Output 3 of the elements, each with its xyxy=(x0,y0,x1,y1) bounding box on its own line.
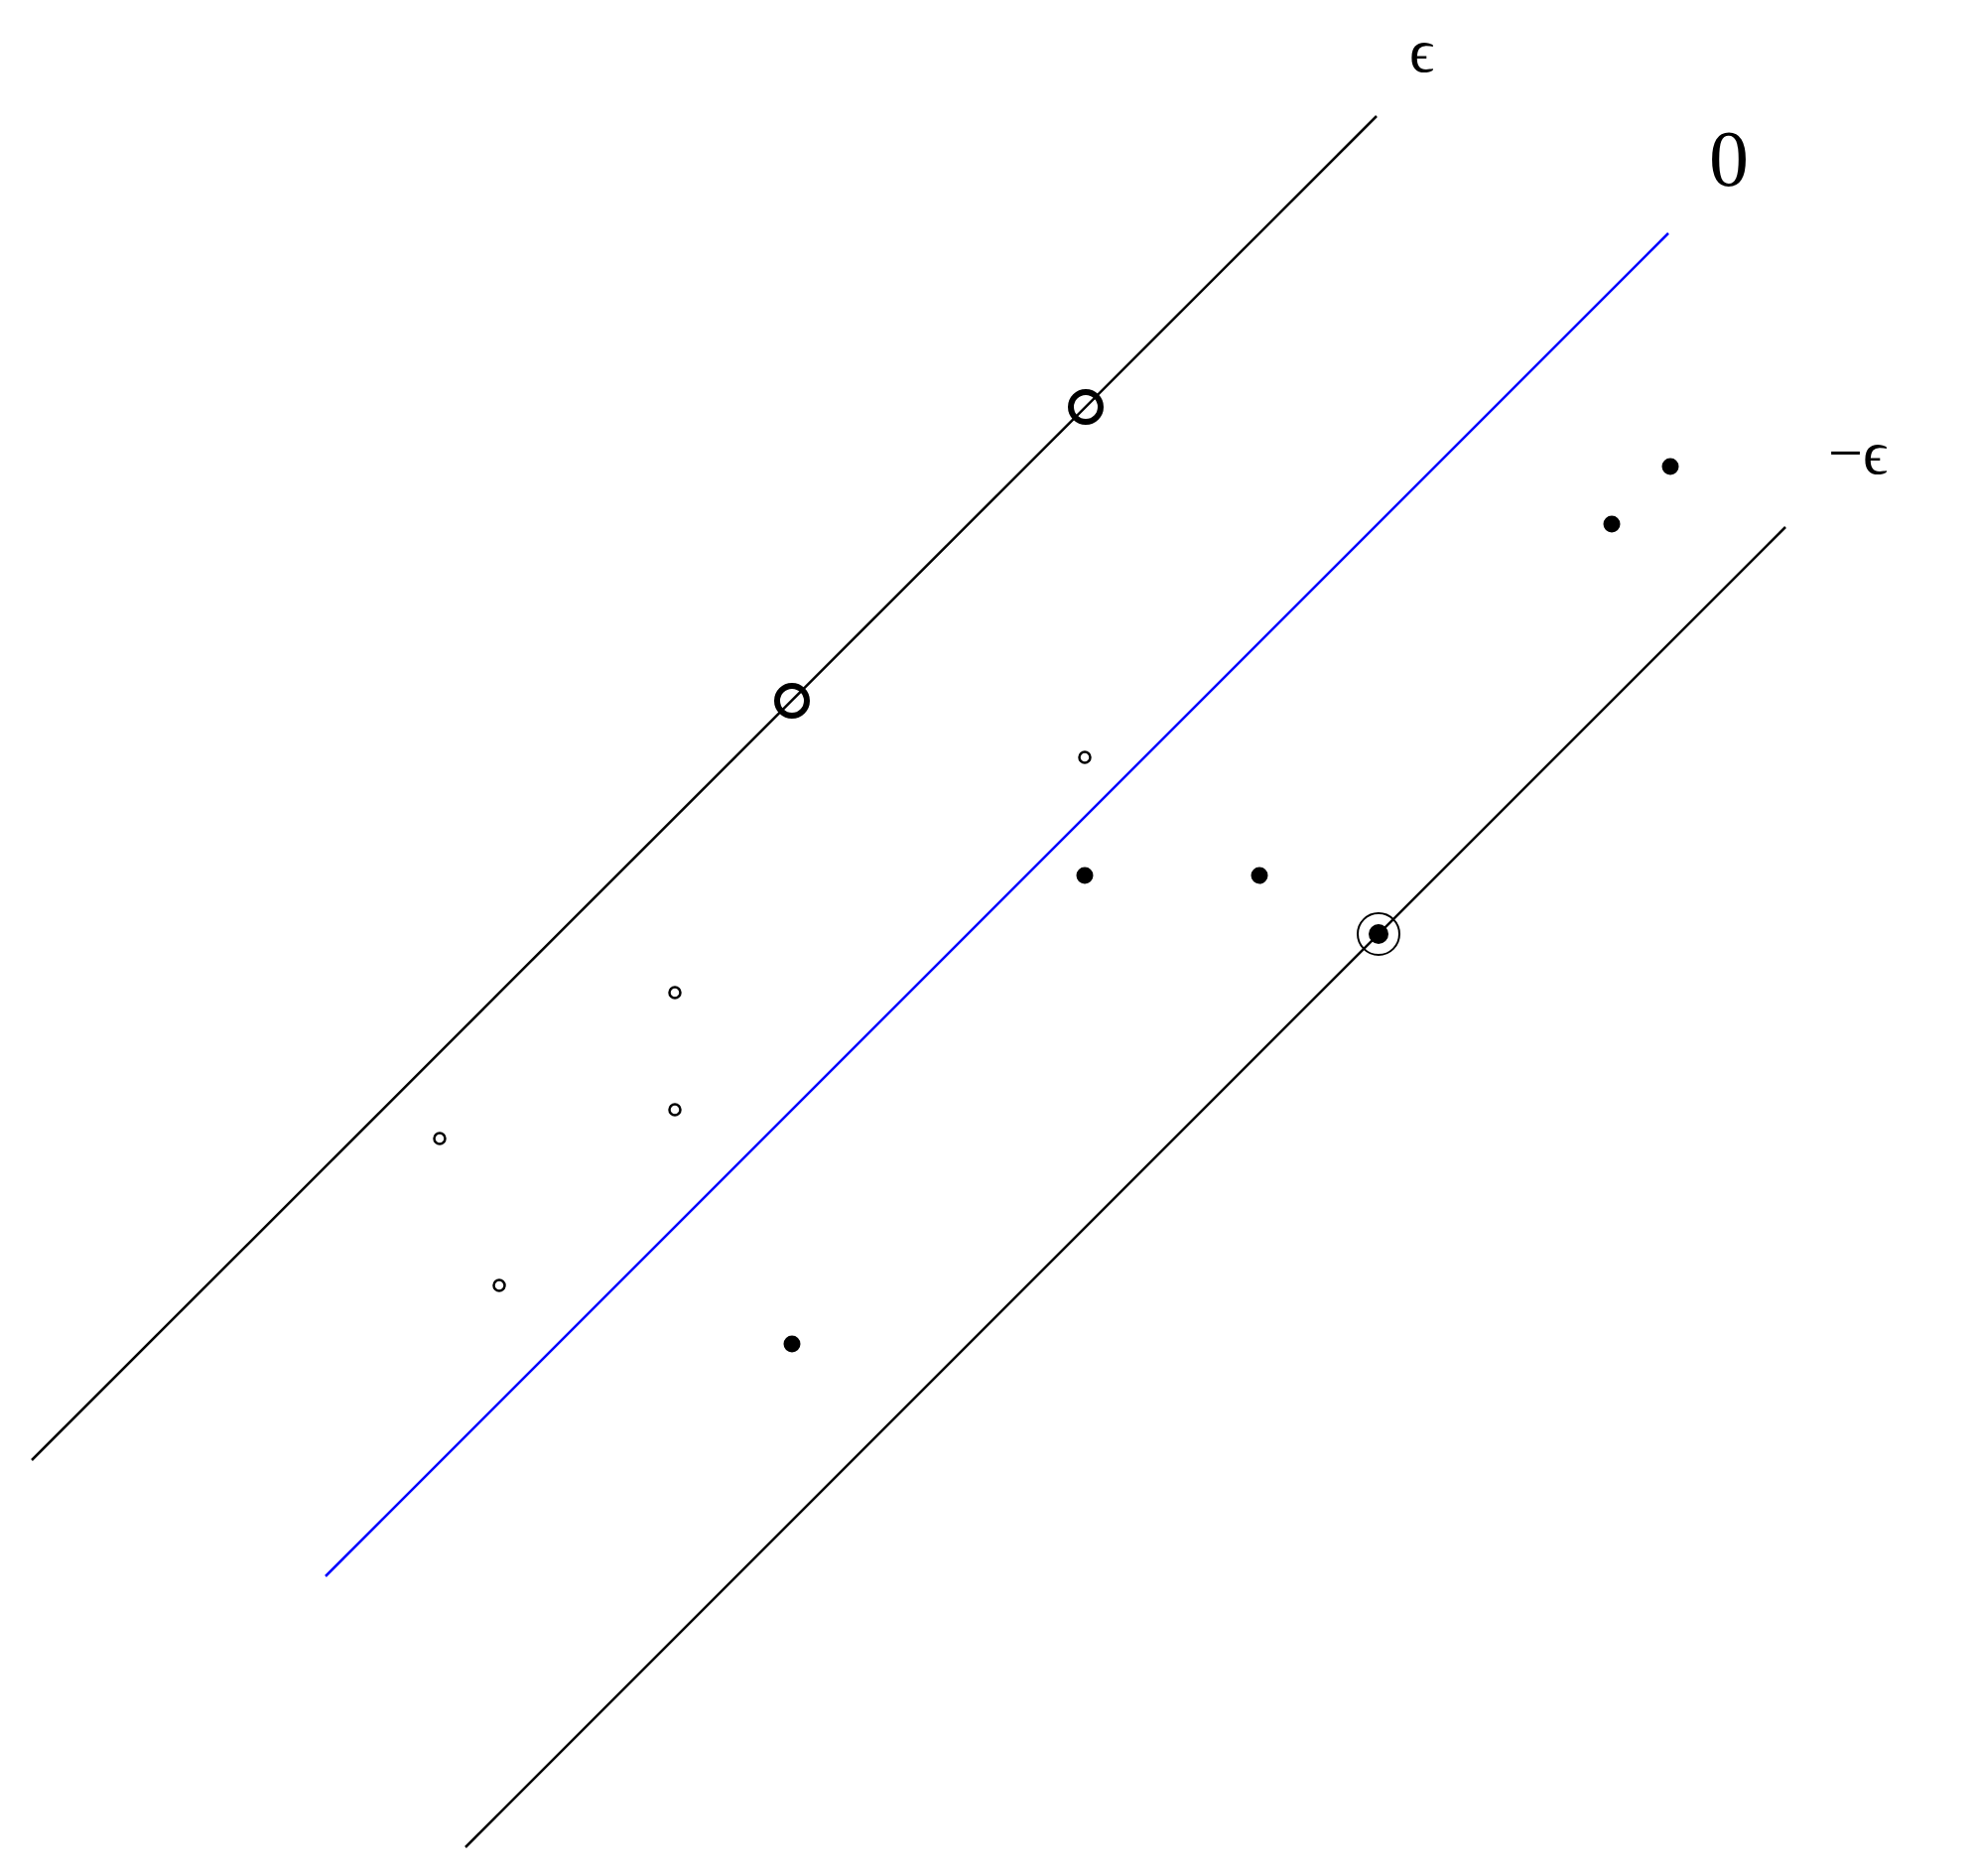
line-label: ϵ xyxy=(1409,20,1435,81)
line-label: −ϵ xyxy=(1828,422,1889,483)
line-label: 0 xyxy=(1709,119,1749,199)
